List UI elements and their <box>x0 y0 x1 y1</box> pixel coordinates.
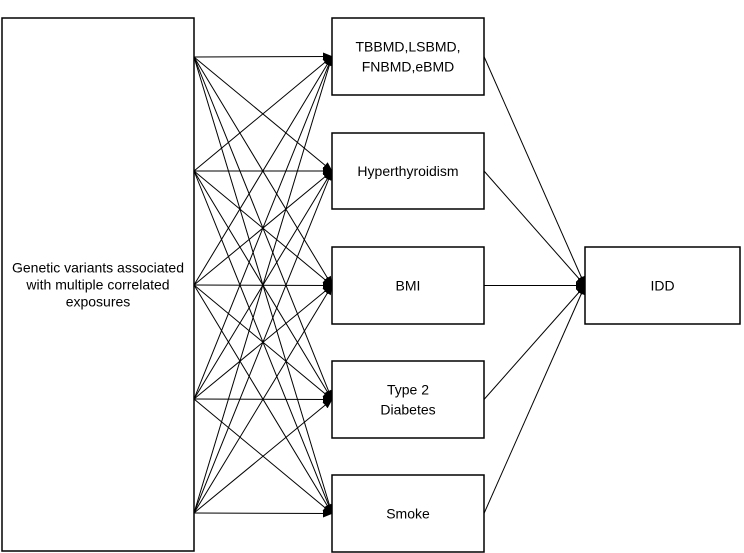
source-node-box <box>1 17 195 552</box>
exposure-node-t2d-label-line: Diabetes <box>380 402 435 418</box>
exposure-node-bmd-label-line: FNBMD,eBMD <box>362 59 455 75</box>
edge-source-5-to-hyperthyroidism <box>193 170 333 514</box>
source-node-label-line: Genetic variants associated <box>12 260 184 276</box>
exposure-node-bmi-box <box>331 246 485 325</box>
exposure-node-bmd-label-line: TBBMD,LSBMD, <box>355 39 460 55</box>
exposure-node-t2d-box <box>331 360 485 439</box>
edge-bmd-to-outcome <box>483 56 586 287</box>
outcome-node-label-line: IDD <box>650 278 674 294</box>
edge-hyperthyroidism-to-outcome <box>483 170 586 287</box>
exposure-node-smoke: Smoke <box>331 474 485 553</box>
edge-source-2-to-bmd <box>193 55 333 172</box>
source-node-label-line: with multiple correlated <box>25 277 169 293</box>
edge-source-4-to-bmd <box>193 55 333 400</box>
exposure-node-t2d-label-line: Type 2 <box>387 382 429 398</box>
exposure-node-t2d: Type 2 Diabetes <box>331 360 485 439</box>
exposure-node-smoke-box <box>331 474 485 553</box>
edge-source-5-to-bmi <box>193 284 333 514</box>
exposure-node-bmi-label-line: BMI <box>396 278 421 294</box>
exposure-node-bmd: TBBMD,LSBMD, FNBMD,eBMD <box>331 17 485 96</box>
exposure-node-bmi: BMI <box>331 246 485 325</box>
exposure-node-hyperthyroidism-box <box>331 132 485 210</box>
edge-source-5-to-t2d <box>193 398 333 514</box>
exposure-node-hyperthyroidism-label-line: Hyperthyroidism <box>357 163 458 179</box>
edge-source-3-to-bmd <box>193 55 333 286</box>
exposure-node-bmd-box <box>331 17 485 96</box>
outcome-node-box <box>584 246 741 325</box>
edge-smoke-to-outcome <box>483 284 586 514</box>
outcome-node: IDD <box>584 246 741 325</box>
exposure-node-hyperthyroidism: Hyperthyroidism <box>331 132 485 210</box>
edge-source-5-to-smoke <box>193 509 333 518</box>
edge-source-1-to-bmd <box>193 52 333 61</box>
edge-t2d-to-outcome <box>483 284 586 400</box>
source-node-label-line: exposures <box>66 294 131 310</box>
edge-source-5-to-bmd <box>193 55 334 514</box>
edges-group <box>193 52 586 518</box>
exposure-node-smoke-label-line: Smoke <box>386 506 430 522</box>
